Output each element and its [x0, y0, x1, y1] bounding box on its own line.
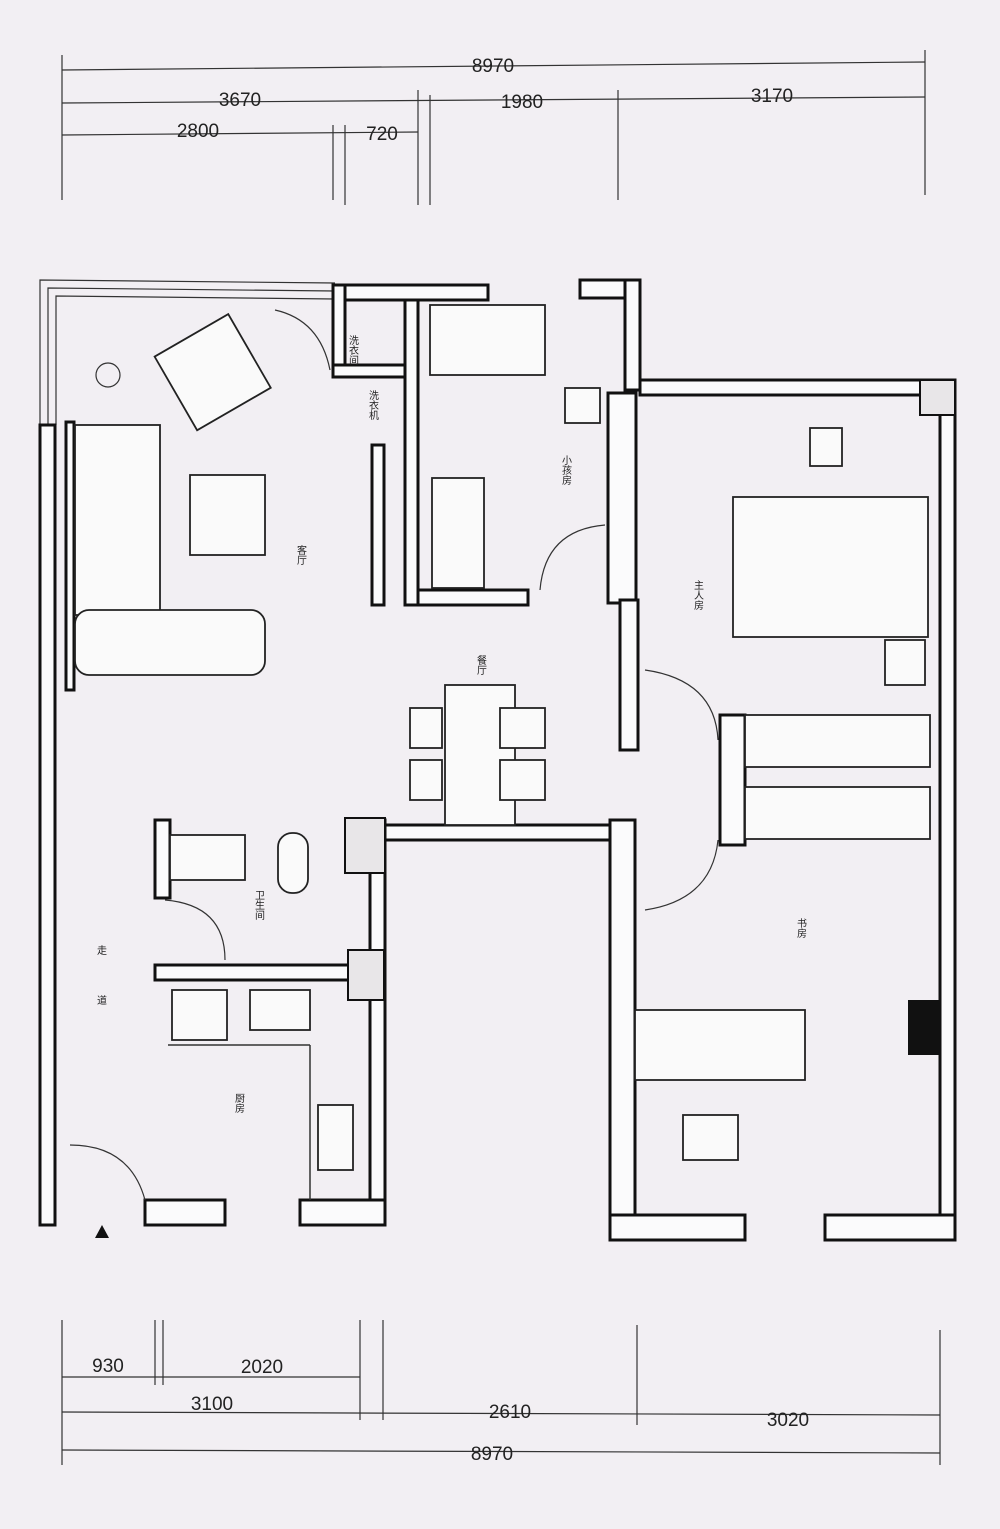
doors [69, 309, 719, 1201]
dim-bottom-3100: 3100 [191, 1394, 233, 1415]
dim-top-total: 8970 [472, 56, 514, 77]
label-kitchen: 厨房 [233, 1093, 245, 1114]
dim-top-720: 720 [366, 124, 398, 145]
label-master: 主人房 [692, 580, 704, 611]
dim-top-2800: 2800 [177, 121, 219, 142]
label-living: 客厅 [295, 544, 307, 565]
label-corridor: 走道 [95, 945, 107, 1045]
dim-bottom-2020: 2020 [241, 1357, 283, 1378]
dim-top-3670: 3670 [219, 90, 261, 111]
dim-top-1980: 1980 [501, 92, 543, 113]
label-dining: 餐厅 [475, 654, 487, 675]
dim-top-3170: 3170 [751, 86, 793, 107]
walls [38, 278, 957, 1242]
room-labels: 洗衣间 洗衣机 小孩房 客厅 餐厅 主人房 书房 卫生间 厨房 走道 [95, 335, 807, 1114]
dim-bottom-930: 930 [92, 1356, 124, 1377]
label-laundry: 洗衣间 [347, 335, 359, 366]
shaft [908, 1000, 940, 1055]
label-study: 书房 [795, 918, 807, 939]
top-dimension-lines [61, 50, 926, 205]
bottom-dimension-lines [61, 1320, 941, 1465]
dim-bottom-2610: 2610 [489, 1402, 531, 1423]
label-washer: 洗衣机 [367, 390, 379, 421]
dim-bottom-3020: 3020 [767, 1410, 809, 1431]
balcony-railing [39, 279, 336, 425]
dim-bottom-total: 8970 [471, 1444, 513, 1465]
furniture [74, 304, 931, 1200]
label-kids-room: 小孩房 [560, 455, 572, 486]
label-bathroom: 卫生间 [253, 890, 265, 921]
entrance-arrow-icon [95, 1225, 109, 1238]
